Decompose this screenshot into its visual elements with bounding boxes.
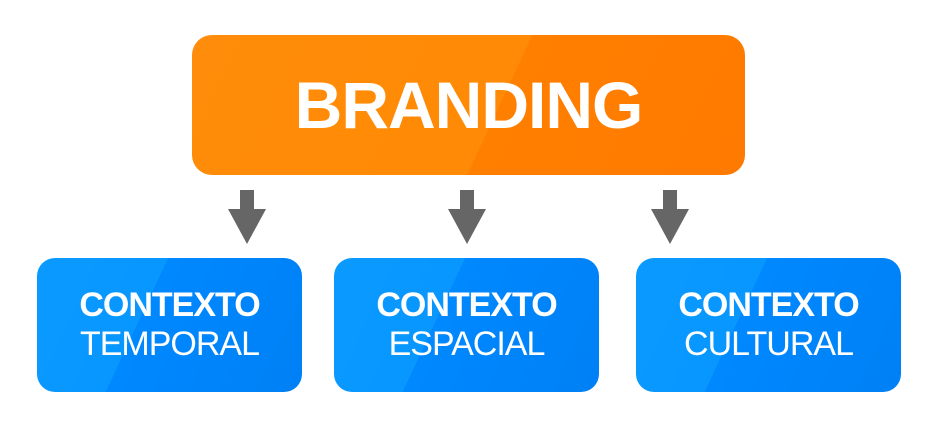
arrow-down-icon — [651, 190, 689, 244]
node-title: CONTEXTO — [376, 286, 557, 324]
node-subtitle: CULTURAL — [684, 325, 854, 363]
arrow-down-icon — [448, 190, 486, 244]
arrow-down-icon — [228, 190, 266, 244]
node-subtitle: TEMPORAL — [79, 325, 260, 363]
node-title: CONTEXTO — [79, 286, 260, 324]
branding-node: BRANDING — [192, 35, 745, 175]
node-title: CONTEXTO — [678, 286, 859, 324]
node-subtitle: ESPACIAL — [388, 325, 546, 363]
contexto-temporal-node: CONTEXTO TEMPORAL — [37, 258, 302, 392]
branding-label: BRANDING — [294, 68, 644, 142]
contexto-cultural-node: CONTEXTO CULTURAL — [636, 258, 901, 392]
contexto-espacial-node: CONTEXTO ESPACIAL — [334, 258, 599, 392]
